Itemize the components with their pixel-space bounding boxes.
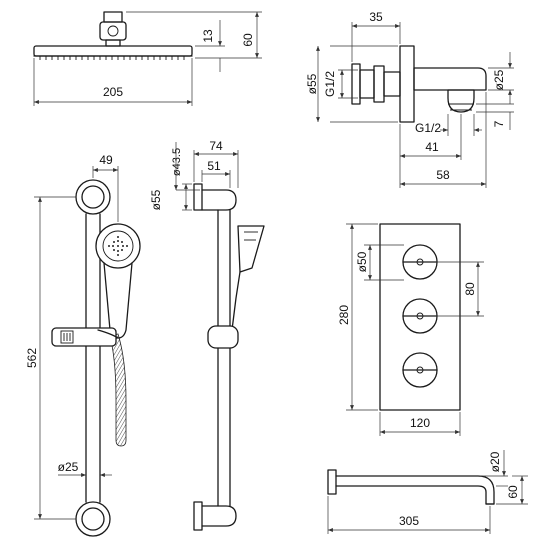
label-handle-spacing: 80 — [463, 282, 477, 296]
shower-head-arm-connector — [99, 11, 127, 47]
label-outlet-inlet-thread: G1/2 — [323, 71, 337, 97]
slide-rail-front-view: 49 562 ø25 — [25, 153, 141, 537]
dim-outlet-nozzle-diameter: ø25 — [488, 52, 514, 104]
shower-head-plate — [33, 45, 193, 60]
spray-hole — [113, 249, 115, 251]
label-outlet-offset: 7 — [492, 120, 506, 127]
dim-spout-drop-height: 60 — [496, 475, 528, 505]
label-plate-height: 280 — [337, 305, 351, 325]
dim-handset-offset: 49 — [92, 153, 119, 222]
slide-rail-side-view: 74 51 ø43.5 ø55 — [149, 139, 265, 531]
dim-bracket-diameter: ø43.5 — [171, 142, 200, 191]
dim-shower-plate-height: 13 — [195, 20, 225, 72]
side-slide-holder — [207, 325, 239, 349]
label-spout-projection: 305 — [399, 514, 419, 528]
label-inner-depth: 51 — [207, 159, 221, 173]
spray-hole — [117, 245, 119, 247]
dim-rail-diameter: ø25 — [58, 460, 112, 477]
dim-bracket-depth: 74 — [193, 139, 239, 188]
dim-shower-overall-height: 60 — [126, 11, 262, 59]
spray-hole — [121, 249, 123, 251]
dim-outlet-offset: 7 — [476, 103, 514, 130]
label-shower-overall-height: 60 — [241, 33, 255, 47]
label-outlet-flange-diameter: ø55 — [305, 73, 319, 94]
wall-outlet-view: 35 ø55 G1/2 ø25 7 — [305, 10, 514, 188]
wall-outlet-body — [351, 45, 487, 123]
side-handset — [231, 225, 265, 331]
label-handle-diameter: ø50 — [355, 251, 369, 272]
valve-handle[interactable] — [402, 244, 438, 280]
spray-hole — [117, 236, 119, 238]
bath-spout-view: ø20 60 305 — [327, 450, 528, 534]
label-spout-pipe-diameter: ø20 — [488, 451, 502, 472]
dim-handle-diameter: ø50 — [355, 244, 404, 281]
dim-handle-spacing: 80 — [436, 261, 484, 317]
dim-outlet-body-length: 41 — [399, 114, 462, 188]
side-rail-tube — [217, 209, 231, 507]
label-handset-offset: 49 — [99, 153, 113, 167]
spray-hole — [113, 241, 115, 243]
slide-rail-tube — [85, 213, 101, 503]
label-bracket-depth: 74 — [209, 139, 223, 153]
dim-outlet-flange-diameter: ø55 — [305, 45, 398, 123]
hand-shower — [95, 223, 141, 339]
dim-outlet-inlet-thread: G1/2 — [323, 69, 358, 99]
valve-handle[interactable] — [402, 352, 438, 388]
dim-outlet-flange-depth: 35 — [351, 10, 401, 62]
label-outlet-overall-length: 58 — [436, 168, 450, 182]
thermostatic-valve-view: ø50 280 80 120 — [337, 223, 484, 436]
dim-spout-pipe-diameter: ø20 — [480, 450, 508, 487]
dim-plate-height: 280 — [337, 223, 378, 411]
label-shower-head-width: 205 — [103, 85, 123, 99]
label-bracket-diameter: ø43.5 — [171, 148, 183, 176]
label-outlet-body-length: 41 — [425, 140, 439, 154]
shower-head-nozzles — [39, 56, 185, 60]
label-outlet-flange-depth: 35 — [369, 10, 383, 24]
valve-handles — [402, 244, 438, 388]
slide-rail-bottom-bracket — [75, 501, 111, 537]
label-rail-diameter: ø25 — [58, 460, 79, 474]
label-plate-width: 120 — [410, 416, 430, 430]
spray-hole — [121, 241, 123, 243]
label-outlet-nozzle-diameter: ø25 — [492, 69, 506, 90]
spray-hole — [108, 245, 110, 247]
spray-hole — [117, 250, 119, 252]
label-outlet-thread: G1/2 — [415, 121, 441, 135]
spray-hole — [122, 245, 124, 247]
dim-outlet-thread: G1/2 — [415, 114, 482, 136]
dim-inner-depth: 51 — [201, 159, 231, 188]
side-bottom-bracket — [193, 501, 237, 531]
label-spout-drop-height: 60 — [506, 485, 520, 499]
spray-hole — [117, 240, 119, 242]
label-shower-plate-height: 13 — [201, 29, 215, 43]
spray-hole — [112, 245, 114, 247]
hand-shower-nozzles — [108, 236, 128, 256]
dim-plate-width: 120 — [379, 412, 461, 436]
dim-rail-length: 562 — [25, 196, 76, 520]
dim-spout-projection: 305 — [327, 496, 491, 534]
bath-spout-body — [327, 469, 495, 505]
hose — [109, 333, 127, 447]
dim-outlet-overall-length: 58 — [400, 92, 487, 188]
valve-plate — [379, 223, 461, 411]
slide-holder — [51, 327, 119, 347]
spray-hole — [117, 254, 119, 256]
shower-head-view: 205 13 60 — [33, 11, 262, 106]
spray-hole — [126, 245, 128, 247]
label-bracket-face-diameter: ø55 — [149, 189, 163, 210]
dim-bracket-face-diameter: ø55 — [149, 183, 192, 211]
slide-rail-top-bracket — [75, 179, 111, 215]
valve-handle[interactable] — [402, 298, 438, 334]
label-rail-length: 562 — [25, 348, 39, 368]
dim-shower-head-width: 205 — [33, 58, 193, 106]
